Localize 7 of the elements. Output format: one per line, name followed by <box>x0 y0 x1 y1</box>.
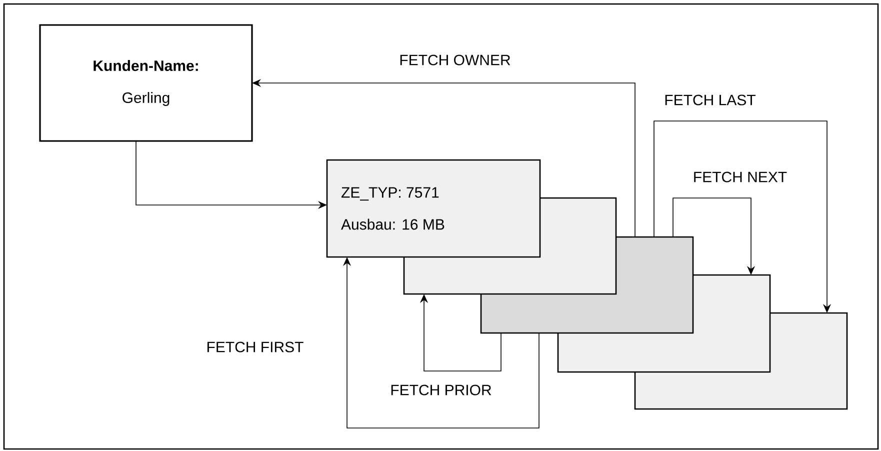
edge-label: FETCH NEXT <box>692 170 788 184</box>
record-box: ZE_TYP: 7571 Ausbau: 16 MB <box>326 159 541 258</box>
edge-label: FETCH FIRST <box>205 340 305 354</box>
edge-label: FETCH LAST <box>663 94 757 106</box>
edge-label: FETCH OWNER <box>398 54 512 66</box>
name-box: Kunden-Name: Gerling <box>39 24 253 142</box>
edge-label: FETCH PRIOR <box>389 384 493 396</box>
